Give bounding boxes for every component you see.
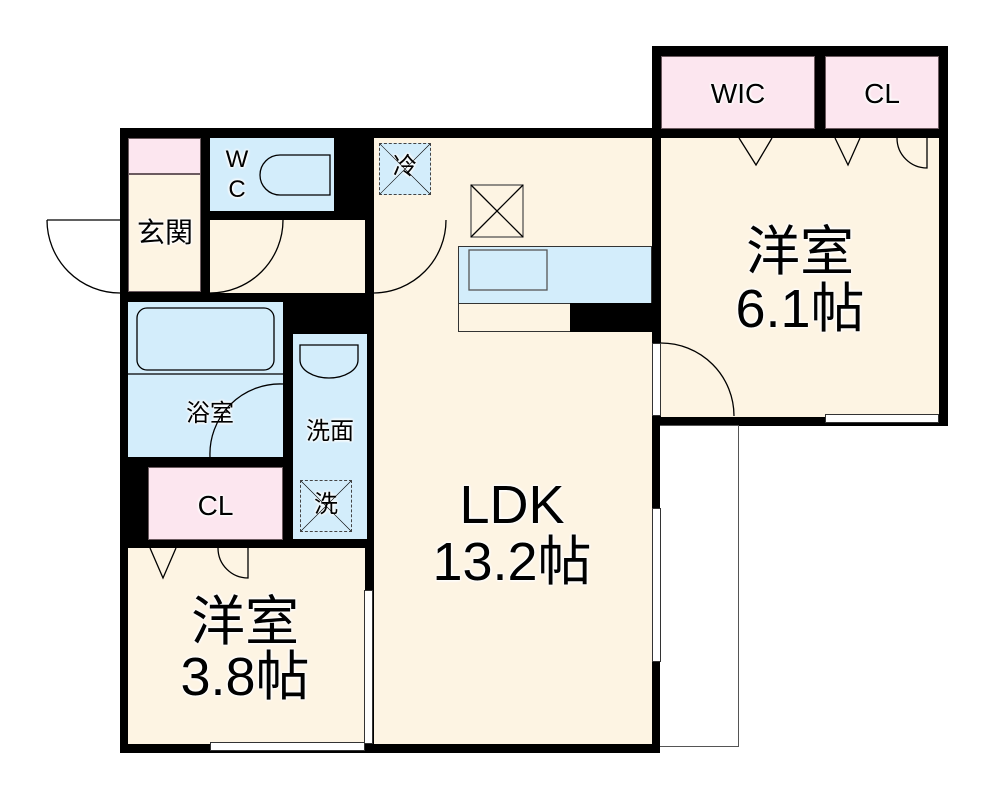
ldk-label: LDK [459, 475, 565, 535]
bathroom [128, 302, 283, 457]
window-ldk-east [652, 508, 661, 662]
washer-space [300, 480, 352, 532]
western-room-small [128, 548, 365, 744]
western-room-small-label: 洋室 [191, 592, 299, 652]
kitchen-pillar [570, 303, 652, 332]
door-opening-large-room [652, 343, 661, 416]
ldk-size: 13.2帖 [432, 532, 592, 592]
refrigerator-label: 冷 [393, 153, 417, 180]
walk-in-closet-label: WIC [710, 78, 766, 109]
closet-left-label: CL [197, 490, 234, 521]
washroom-label: 洗面 [306, 418, 354, 445]
wc-label-w: W [225, 146, 249, 173]
closet-left [148, 467, 283, 540]
wc-label-c: C [228, 176, 246, 203]
walk-in-closet [661, 56, 815, 129]
window-large-room-south [825, 414, 939, 423]
western-room-large-size: 6.1帖 [735, 279, 865, 339]
entrance-door-swing [46, 219, 121, 294]
washer-label: 洗 [314, 491, 338, 518]
ldk-floor [374, 138, 652, 744]
bathroom-label: 浴室 [186, 400, 234, 427]
shoe-closet [128, 138, 201, 174]
wc-room [210, 138, 334, 211]
balcony [660, 425, 739, 747]
western-room-small-size: 3.8帖 [180, 647, 310, 707]
kitchen-counter [458, 246, 652, 304]
western-room-large [661, 138, 939, 417]
entrance-floor [128, 174, 201, 292]
hallway [210, 220, 365, 293]
entrance-label: 玄関 [136, 217, 193, 248]
window-small-room-south [210, 742, 365, 751]
western-room-large-label: 洋室 [746, 222, 854, 282]
window-small-room-east [364, 590, 373, 744]
closet-right-label: CL [864, 78, 900, 109]
closet-right [825, 56, 939, 129]
